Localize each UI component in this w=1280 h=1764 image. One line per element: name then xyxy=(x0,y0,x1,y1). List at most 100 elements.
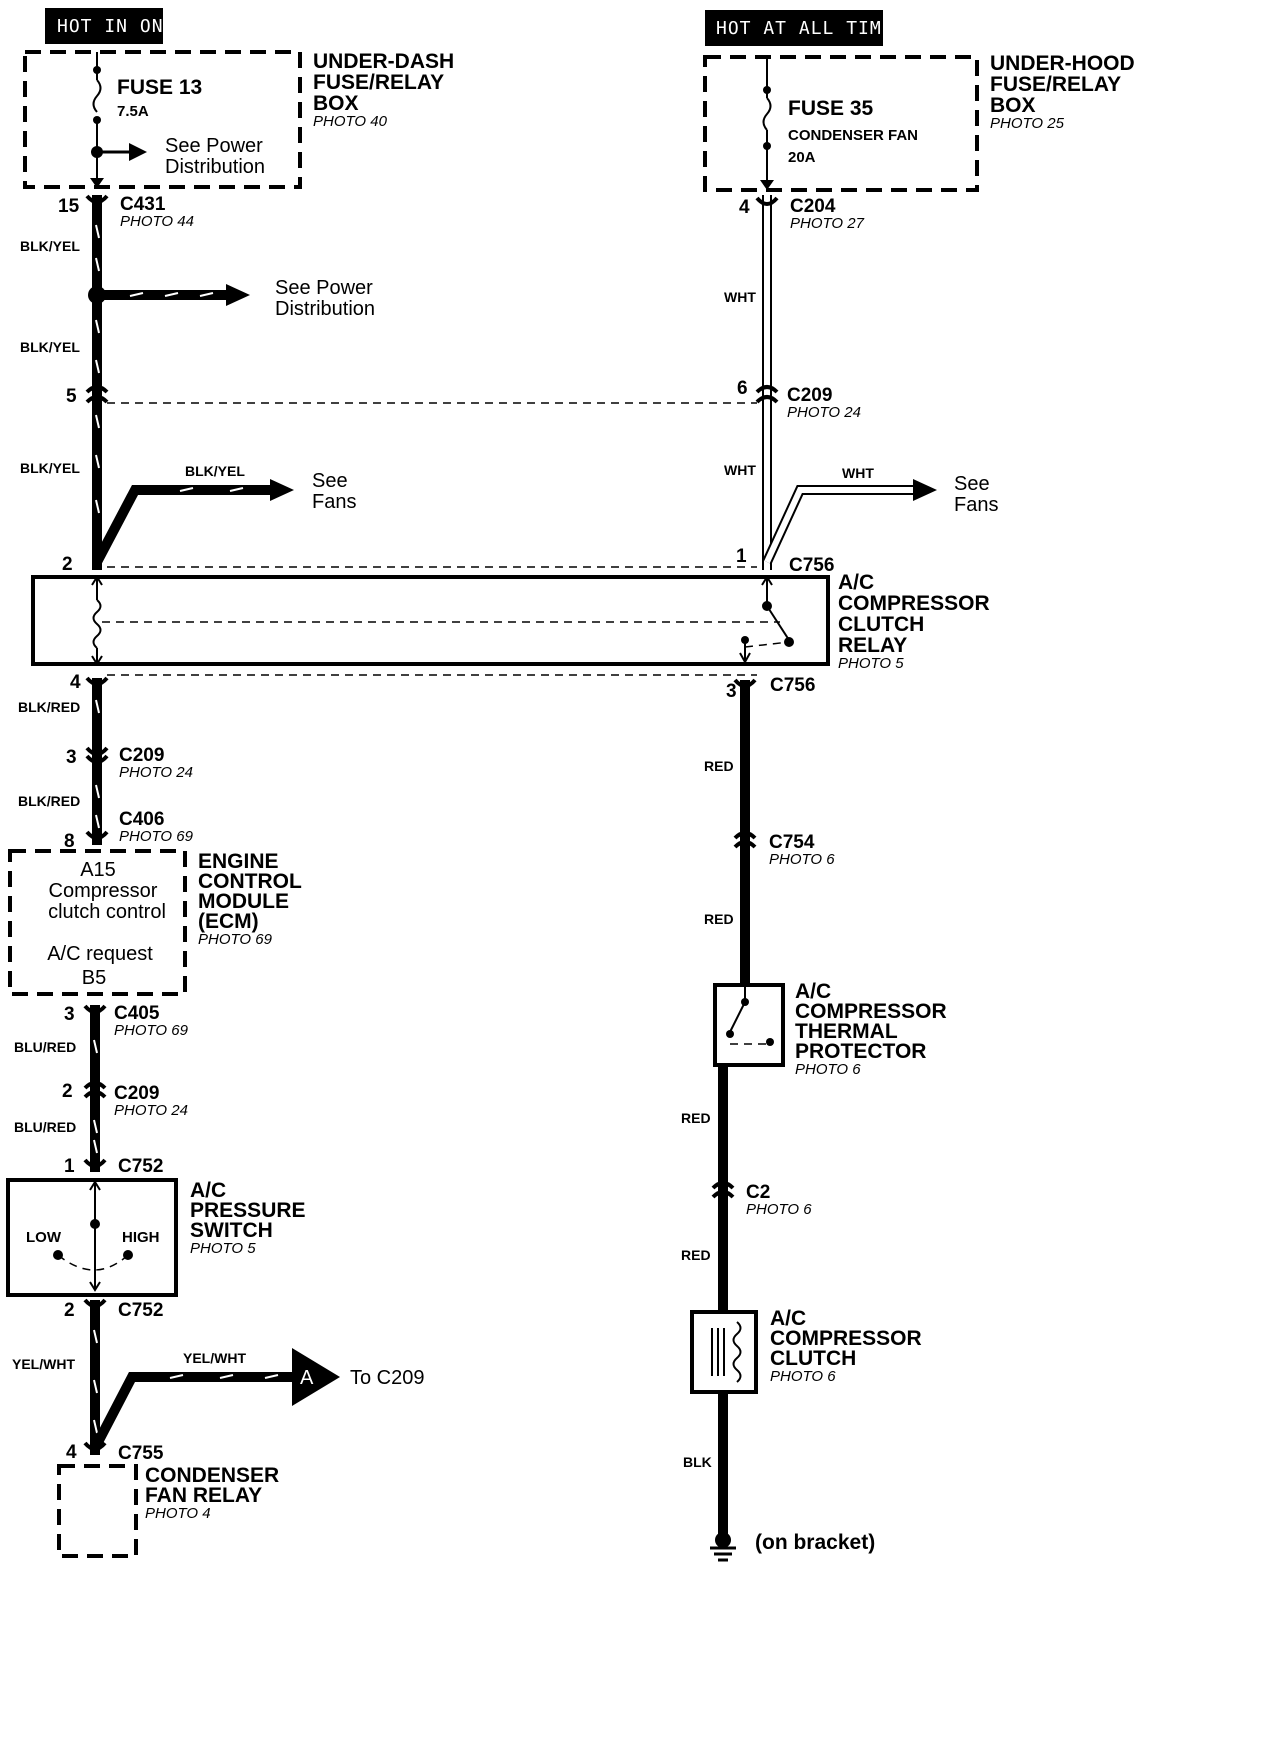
fuse-35-rating: 20A xyxy=(788,149,816,166)
connector-c209-pin5: 5 xyxy=(66,385,109,407)
splice-note-1: See Power xyxy=(275,277,373,299)
wire-red-3: RED xyxy=(681,1110,711,1126)
power-dist-note-1: See Power xyxy=(165,135,263,157)
relay-photo: PHOTO 5 xyxy=(838,655,904,672)
ac-compressor-clutch-relay: A/C COMPRESSOR CLUTCH RELAY PHOTO 5 xyxy=(31,571,990,672)
condenser-relay-title-2: FAN RELAY xyxy=(145,1484,262,1507)
wire-blu-red-1: BLU/RED xyxy=(14,1039,76,1055)
ecm-photo: PHOTO 69 xyxy=(198,931,273,948)
thermal-title-1: A/C xyxy=(795,980,831,1003)
ecm-title-1: ENGINE xyxy=(198,850,279,873)
wire-blk-red-2: BLK/RED xyxy=(18,793,80,809)
condenser-fan-relay: CONDENSER FAN RELAY PHOTO 4 xyxy=(57,1464,279,1558)
branch-wire-yel-wht: YEL/WHT xyxy=(183,1350,246,1366)
c209-pin6-pin: 6 xyxy=(737,378,748,399)
header-hot-in-on: HOT IN ON xyxy=(45,8,163,44)
c209-pin5-pin: 5 xyxy=(66,386,77,407)
thermal-title-2: COMPRESSOR xyxy=(795,1000,947,1023)
c405-name: C405 xyxy=(114,1003,160,1024)
header-hot-at-all-times-label: HOT AT ALL TIMES xyxy=(716,18,905,39)
fuse-13-rating: 7.5A xyxy=(117,103,149,120)
connector-ref-a xyxy=(292,1348,340,1406)
wire-wht-2: WHT xyxy=(724,462,756,478)
connector-c406: 8 C406 PHOTO 69 xyxy=(64,809,194,852)
clutch-title-3: CLUTCH xyxy=(770,1347,856,1370)
c756-bottom-name: C756 xyxy=(770,675,815,696)
under-hood-title-2: FUSE/RELAY xyxy=(990,73,1121,96)
c406-photo: PHOTO 69 xyxy=(119,828,194,845)
clutch-photo: PHOTO 6 xyxy=(770,1368,836,1385)
c2-photo: PHOTO 6 xyxy=(746,1201,812,1218)
relay-pin-2: 2 xyxy=(62,554,73,575)
thermal-title-3: THERMAL xyxy=(795,1020,898,1043)
relay-title-1: A/C xyxy=(838,571,874,594)
wire-blu-red-2: BLU/RED xyxy=(14,1119,76,1135)
engine-control-module: A15 Compressor clutch control A/C reques… xyxy=(8,849,302,996)
ecm-func-3: A/C request xyxy=(47,943,153,965)
under-hood-title-1: UNDER-HOOD xyxy=(990,52,1135,75)
c754-photo: PHOTO 6 xyxy=(769,851,835,868)
c204-photo: PHOTO 27 xyxy=(790,215,865,232)
under-hood-title-3: BOX xyxy=(990,94,1036,117)
fuse-35-desc: CONDENSER FAN xyxy=(788,127,918,144)
fans-note-left-2: Fans xyxy=(312,491,356,513)
left-wire-upper xyxy=(92,195,102,570)
thermal-photo: PHOTO 6 xyxy=(795,1061,861,1078)
relay-pin-3: 3 xyxy=(726,681,737,702)
header-hot-at-all-times: HOT AT ALL TIMES xyxy=(705,10,905,46)
left-wire-yel-wht xyxy=(83,1298,107,1455)
c752-top-name: C752 xyxy=(118,1156,163,1177)
fuse-35-label: FUSE 35 xyxy=(788,97,874,120)
c406-name: C406 xyxy=(119,809,164,830)
c209-pin2-photo: PHOTO 24 xyxy=(114,1102,188,1119)
connector-c431: 15 C431 PHOTO 44 xyxy=(58,194,194,230)
relay-pin-1: 1 xyxy=(736,546,747,567)
left-wire-blu-red xyxy=(83,1004,107,1172)
splice-note-2: Distribution xyxy=(275,298,375,320)
fans-note-right-2: Fans xyxy=(954,494,998,516)
branch-to-fans-left: BLK/YEL See Fans xyxy=(92,463,356,565)
connector-c752-bottom: 2 C752 xyxy=(64,1300,163,1321)
relay-title-4: RELAY xyxy=(838,634,907,657)
clutch-title-1: A/C xyxy=(770,1307,806,1330)
fans-note-left-1: See xyxy=(312,470,348,492)
fans-note-right-1: See xyxy=(954,473,990,495)
fans-branch-wire-right: WHT xyxy=(842,465,874,481)
c204-name: C204 xyxy=(790,196,836,217)
connector-c754: C754 PHOTO 6 xyxy=(733,831,835,868)
pressure-switch-title-3: SWITCH xyxy=(190,1219,273,1242)
connector-c2: C2 PHOTO 6 xyxy=(711,1181,812,1218)
branch-to-c209: A YEL/WHT To C209 xyxy=(90,1348,425,1451)
fans-branch-wire-left: BLK/YEL xyxy=(185,463,245,479)
wire-blk-yel-2: BLK/YEL xyxy=(20,339,80,355)
relay-title-2: COMPRESSOR xyxy=(838,592,990,615)
condenser-relay-photo: PHOTO 4 xyxy=(145,1505,211,1522)
wire-yel-wht-1: YEL/WHT xyxy=(12,1356,75,1372)
under-dash-title-3: BOX xyxy=(313,92,359,115)
thermal-title-4: PROTECTOR xyxy=(795,1040,926,1063)
wire-red-2: RED xyxy=(704,911,734,927)
connector-c752-top: 1 C752 xyxy=(64,1156,163,1177)
ecm-func-1: Compressor xyxy=(49,880,158,902)
ecm-pin-a15: A15 xyxy=(80,859,116,881)
c405-pin: 3 xyxy=(64,1004,75,1025)
under-hood-photo: PHOTO 25 xyxy=(990,115,1065,132)
under-dash-title-2: FUSE/RELAY xyxy=(313,71,444,94)
under-dash-photo: PHOTO 40 xyxy=(313,113,388,130)
c209-pin2-pin: 2 xyxy=(62,1081,73,1102)
branch-note-to-c209: To C209 xyxy=(350,1367,425,1389)
ground-symbol: (on bracket) xyxy=(710,1531,875,1562)
ac-pressure-switch: LOW HIGH A/C PRESSURE SWITCH PHOTO 5 xyxy=(6,1178,306,1297)
branch-to-fans-right: WHT See Fans xyxy=(762,465,998,565)
pressure-switch-low: LOW xyxy=(26,1229,62,1246)
condenser-relay-title-1: CONDENSER xyxy=(145,1464,279,1487)
c209-pin2-name: C209 xyxy=(114,1083,159,1104)
ecm-title-3: MODULE xyxy=(198,890,289,913)
c752-bottom-pin: 2 xyxy=(64,1300,75,1321)
ecm-title-2: CONTROL xyxy=(198,870,302,893)
clutch-title-2: COMPRESSOR xyxy=(770,1327,922,1350)
c209-pin3-pin: 3 xyxy=(66,747,77,768)
wire-wht-1: WHT xyxy=(724,289,756,305)
ecm-func-2: clutch control xyxy=(48,901,166,923)
